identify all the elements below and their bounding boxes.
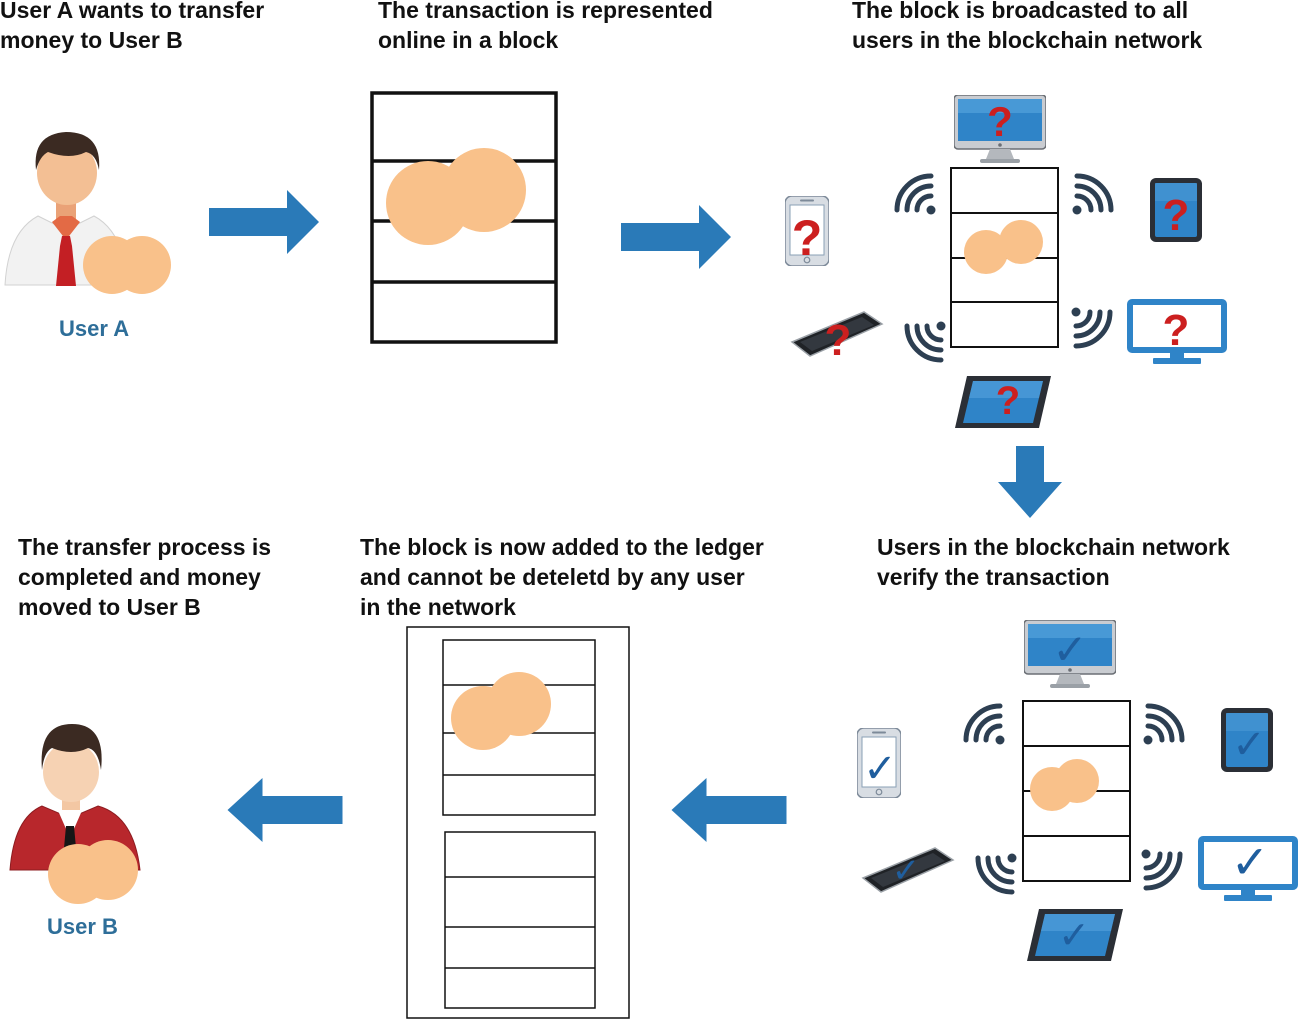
question-mark-icon: ?	[987, 98, 1013, 145]
step-6-caption: The transfer process is completed and mo…	[18, 534, 272, 620]
user-b-coin-icon	[48, 840, 138, 904]
wifi-signal-icon	[1073, 176, 1112, 215]
wifi-signal-icon	[1142, 850, 1181, 889]
wifi-signal-icon	[907, 322, 946, 361]
checkmark-icon: ✓	[1058, 913, 1090, 957]
wifi-signal-icon	[966, 706, 1005, 745]
user-a-label: User A	[59, 316, 130, 341]
user-b-person-icon	[9, 724, 141, 871]
wifi-signal-icon	[897, 176, 936, 215]
question-mark-icon: ?	[1163, 306, 1190, 355]
question-mark-icon: ?	[792, 210, 823, 266]
arrow-icon	[227, 778, 343, 842]
step-4-caption: Users in the blockchain network verify t…	[877, 534, 1230, 590]
wifi-signal-icon	[978, 854, 1017, 893]
broadcast-coin-icon	[964, 220, 1043, 274]
arrow-icon	[998, 446, 1062, 518]
arrow-icon	[671, 778, 787, 842]
user-b-label: User B	[47, 914, 118, 939]
wifi-signal-icon	[1072, 308, 1111, 347]
checkmark-icon: ✓	[1052, 625, 1087, 674]
question-mark-icon: ?	[1163, 191, 1190, 240]
step-1-caption: User A wants to transfer money to User B	[0, 0, 265, 53]
checkmark-icon: ✓	[1232, 722, 1266, 768]
step-3-caption: The block is broadcasted to all users in…	[852, 0, 1203, 53]
step-2-caption: The transaction is represented online in…	[378, 0, 713, 53]
wifi-signal-icon	[1144, 706, 1183, 745]
question-mark-icon: ?	[825, 316, 852, 365]
checkmark-icon: ✓	[1231, 835, 1270, 889]
block-coin-icon	[386, 148, 526, 245]
user-a-coin-icon	[83, 236, 171, 294]
step-5-caption: The block is now added to the ledger and…	[360, 534, 764, 620]
question-mark-icon: ?	[996, 379, 1020, 423]
checkmark-icon: ✓	[863, 746, 897, 792]
arrow-icon	[621, 205, 731, 269]
checkmark-icon: ✓	[892, 851, 921, 891]
arrow-icon	[209, 190, 319, 254]
verify-coin-icon	[1030, 759, 1099, 811]
ledger-coin-icon	[451, 672, 551, 750]
